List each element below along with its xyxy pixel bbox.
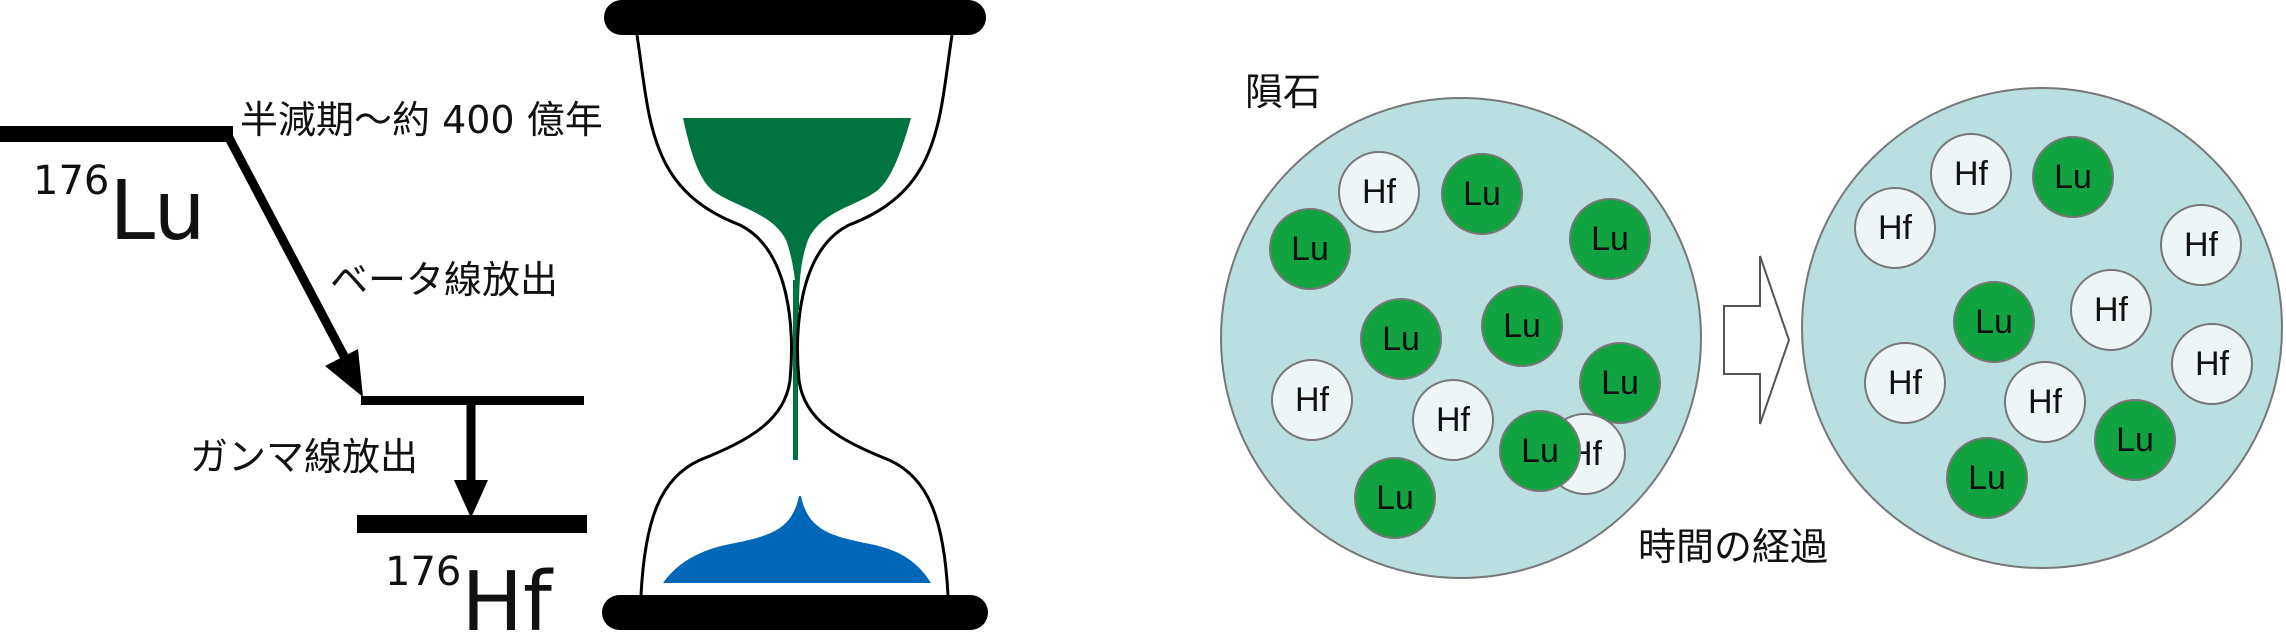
hf-atom-before [1271,359,1353,441]
parent-mass-number: 176 [33,158,109,204]
hourglass-sand-stream [793,280,798,460]
lu-atom-after [1946,437,2028,519]
hf-atom-after [2160,204,2242,286]
lu-atom-label-before: Lu [1382,320,1420,358]
beta-emission-label: ベータ線放出 [330,258,558,302]
hf-atom-label-before: Hf [1362,173,1397,211]
lu-atom-label-before: Lu [1521,432,1559,470]
hourglass-top-cap [604,0,986,35]
hf-atom-after [1864,342,1946,424]
lu-atom-label-before: Lu [1376,479,1414,517]
decay-scheme: 176Lu 176Hf 半減期〜約 400 億年 ベータ線放出 ガンマ線放出 [0,98,603,643]
hf-atom-after [2171,323,2253,405]
parent-level-line [0,126,233,142]
hf-atom-before [1412,379,1494,461]
daughter-isotope-label: 176Hf [385,549,554,643]
ground-level-line [357,515,587,533]
lu-atom-label-after: Lu [1968,459,2006,497]
hf-atom-label-before: Hf [1295,381,1330,419]
lu-atom-before [1269,208,1351,290]
beta-arrow-head [325,349,363,397]
lu-atom-before [1481,285,1563,367]
lu-atom-label-before: Lu [1601,364,1639,402]
lu-atom-before [1354,457,1436,539]
gamma-emission-label: ガンマ線放出 [190,435,418,479]
hf-atom-after [2004,361,2086,443]
lu-atom-after [1953,281,2035,363]
hf-atom-before [1338,151,1420,233]
parent-isotope-label: 176Lu [33,158,206,259]
hourglass-glass-outline [635,34,954,596]
time-arrow-icon [1723,255,1791,425]
hf-atom-after [1854,187,1936,269]
hf-atom-label-after: Hf [1888,364,1923,402]
lu-atom-before [1499,410,1581,492]
lu-atom-label-after: Lu [2054,158,2092,196]
lu-atom-label-before: Lu [1503,307,1541,345]
half-life-label: 半減期〜約 400 億年 [240,98,603,142]
lu-atom-before [1441,153,1523,235]
hourglass-bottom-cap [602,595,988,630]
lu-atom-label-after: Lu [1975,303,2013,341]
hf-atom-label-after: Hf [1878,209,1913,247]
hf-atom-label-after: Hf [2028,383,2063,421]
hf-atom-label-after: Hf [2195,345,2230,383]
meteorite-title: 隕石 [1245,70,1321,114]
lu-atom-after [2032,136,2114,218]
lu-atom-label-before: Lu [1291,230,1329,268]
hf-atom-label-after: Hf [1954,155,1989,193]
hf-atom-after [1930,133,2012,215]
lu-atom-before [1579,342,1661,424]
hourglass-bottom-sand [663,496,931,583]
hf-atom-label-after: Hf [2094,291,2129,329]
lu-atom-label-before: Lu [1591,220,1629,258]
parent-element-symbol: Lu [109,164,205,259]
excited-level-line [361,396,584,405]
beta-arrow-line [223,131,349,361]
gamma-arrow-head [454,480,488,518]
hourglass-top-sand [683,118,911,310]
lu-atom-before [1569,198,1651,280]
time-elapsed-label: 時間の経過 [1638,525,1828,569]
lu-atom-after [2094,399,2176,481]
hf-atom-label-after: Hf [2184,226,2219,264]
lu-atom-label-after: Lu [2116,421,2154,459]
lu-atom-label-before: Lu [1463,175,1501,213]
lu-atom-before [1360,298,1442,380]
hf-atom-label-before: Hf [1436,401,1471,439]
daughter-element-symbol: Hf [461,555,554,643]
daughter-mass-number: 176 [385,549,461,595]
hf-atom-after [2070,269,2152,351]
hourglass [602,0,988,630]
